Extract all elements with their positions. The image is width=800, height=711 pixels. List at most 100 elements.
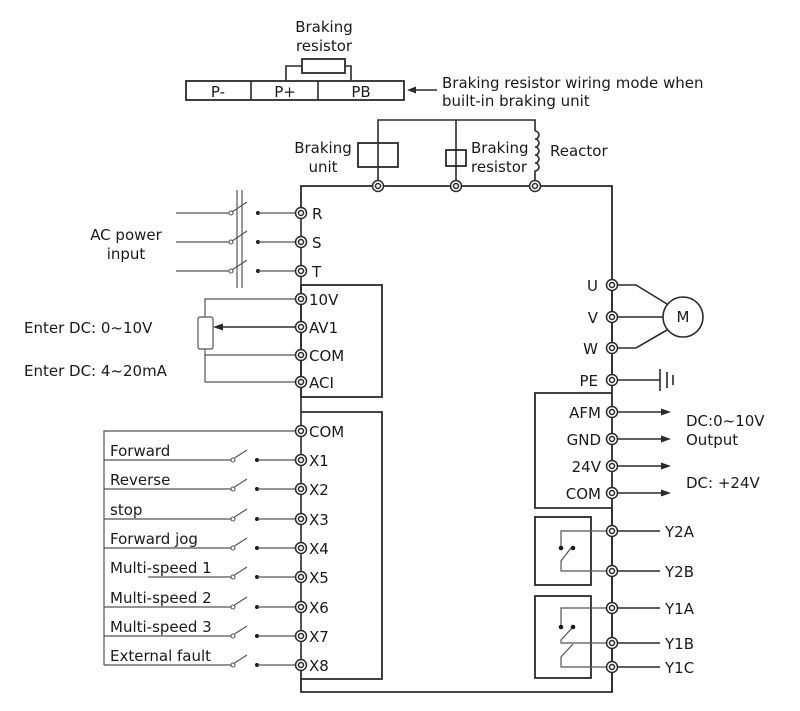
motor-label: M (677, 308, 690, 326)
aci-wire (204, 355, 301, 383)
switch-pivot (230, 662, 236, 668)
terminal-center (608, 435, 616, 443)
note-line-2: built-in braking unit (442, 92, 590, 110)
braking-unit-label-2: unit (308, 158, 337, 176)
terminal-label-gnd: GND (567, 431, 601, 449)
switch-pivot (230, 457, 236, 463)
switch-contact (255, 487, 259, 491)
input-function-label: Forward (110, 442, 170, 460)
ac-rows: RST (176, 201, 322, 281)
terminal-center (297, 456, 305, 464)
terminal-label-w: W (583, 340, 598, 358)
terminal-label-r: R (312, 205, 322, 223)
terminal-center (608, 408, 616, 416)
switch-blade (234, 625, 248, 635)
terminal-center (608, 462, 616, 470)
terminal-center (297, 544, 305, 552)
terminal-center (297, 378, 305, 386)
note-line-1: Braking resistor wiring mode when (442, 74, 704, 92)
switch-pivot (230, 633, 236, 639)
terminal-center (531, 182, 539, 190)
terminal-label-x6: X6 (309, 599, 329, 617)
y1-wire-b (560, 626, 612, 644)
w-wire (612, 329, 668, 349)
switch-pivot (230, 516, 236, 522)
input-function-label: Multi-speed 3 (110, 618, 212, 636)
terminal-center (297, 632, 305, 640)
analog-current-label: Enter DC: 4~20mA (24, 362, 168, 380)
terminal-label-10v: 10V (309, 291, 339, 309)
input-function-label: Multi-speed 1 (110, 559, 212, 577)
terminal-center (608, 604, 616, 612)
terminal-center (297, 323, 305, 331)
terminal-label-x7: X7 (309, 628, 329, 646)
terminal-center (452, 182, 460, 190)
output-arrow-icon (661, 435, 671, 443)
ac-power-input: AC power input RST (90, 190, 322, 288)
ac-power-label-1: AC power (90, 226, 162, 244)
breaker-blade (231, 230, 248, 242)
terminal-label-x5: X5 (309, 569, 329, 587)
analog-output-box (534, 392, 612, 509)
terminal-center (608, 639, 616, 647)
builtin-braking-block: Braking resistor P- P+ PB Braking resist… (185, 18, 704, 110)
terminal-center (297, 351, 305, 359)
switch-contact (255, 458, 259, 462)
terminal-center (608, 567, 616, 575)
input-function-label: Reverse (110, 471, 170, 489)
terminal-center (608, 489, 616, 497)
ac-power-label-2: input (107, 245, 146, 263)
terminal-label-y2a: Y2A (664, 523, 695, 541)
dc24v-label: DC: +24V (686, 474, 761, 492)
wiper-arrow (213, 323, 223, 331)
common-bus-wire (103, 430, 301, 665)
digital-input-box (301, 411, 383, 680)
relay-contact-dot (558, 545, 564, 551)
terminal-label-x4: X4 (309, 540, 329, 558)
switch-blade (234, 449, 248, 459)
switch-pivot (230, 545, 236, 551)
terminal-label-com: COM (566, 485, 601, 503)
terminal-label-24v: 24V (572, 458, 602, 476)
terminal-center (297, 573, 305, 581)
input-function-label: Multi-speed 2 (110, 589, 212, 607)
switch-pivot (230, 574, 236, 580)
dc-bus-terminals (371, 179, 542, 193)
dc-braking-resistor-label-2: resistor (471, 158, 528, 176)
output-arrow-icon (661, 408, 671, 416)
terminal-label-x3: X3 (309, 511, 329, 529)
terminal-label-t: T (311, 263, 322, 281)
terminal-center (297, 209, 305, 217)
braking-resistor-symbol (301, 58, 346, 74)
output-arrow-icon (661, 489, 671, 497)
inverter-body (300, 185, 613, 693)
terminal-label-aci: ACI (309, 374, 334, 392)
dc-braking-resistor-symbol (445, 149, 467, 167)
terminal-label-u: U (587, 277, 598, 295)
pot-top-wire (204, 298, 301, 317)
relay-contact-dot (558, 624, 564, 630)
switch-contact (255, 634, 259, 638)
relay-contact-dot (570, 624, 576, 630)
analog-input: Enter DC: 0~10V Enter DC: 4~20mA 10VAV1C… (24, 291, 344, 392)
input-function-label: stop (110, 501, 142, 519)
terminal-label-x8: X8 (309, 657, 329, 675)
switch-blade (234, 566, 248, 576)
ao-rows: AFM GND 24V COM (566, 404, 671, 503)
switch-contact (255, 575, 259, 579)
terminal-label-afm: AFM (569, 404, 601, 422)
switch-blade (234, 654, 248, 664)
terminal-label-x2: X2 (309, 481, 329, 499)
potentiometer-symbol (197, 316, 214, 350)
terminal-center (297, 515, 305, 523)
inverter-outline (300, 185, 613, 693)
terminal-center (297, 603, 305, 611)
y2-wire-b (560, 547, 612, 572)
terminal-label-v: V (588, 309, 599, 327)
